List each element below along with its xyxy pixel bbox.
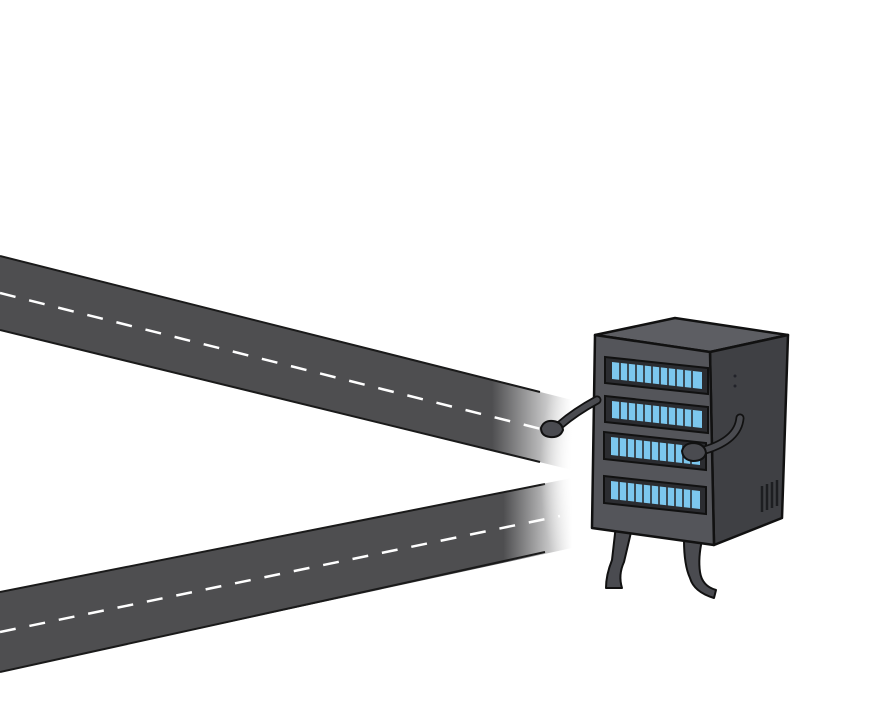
side-vent bbox=[760, 480, 779, 512]
upper-road-lane-marking bbox=[0, 291, 546, 432]
server-rack-character bbox=[539, 316, 790, 599]
drive-bay-3 bbox=[603, 430, 707, 472]
left-leg bbox=[605, 524, 633, 589]
drive-bay-1 bbox=[604, 355, 709, 396]
right-leg bbox=[683, 539, 717, 599]
left-hand bbox=[539, 419, 565, 439]
upper-road bbox=[0, 255, 572, 470]
right-hand bbox=[680, 441, 708, 463]
drive-bay-4 bbox=[603, 474, 707, 516]
lower-road-lane-marking bbox=[0, 514, 561, 634]
lower-road bbox=[0, 478, 572, 673]
drive-bay-2 bbox=[604, 394, 709, 435]
